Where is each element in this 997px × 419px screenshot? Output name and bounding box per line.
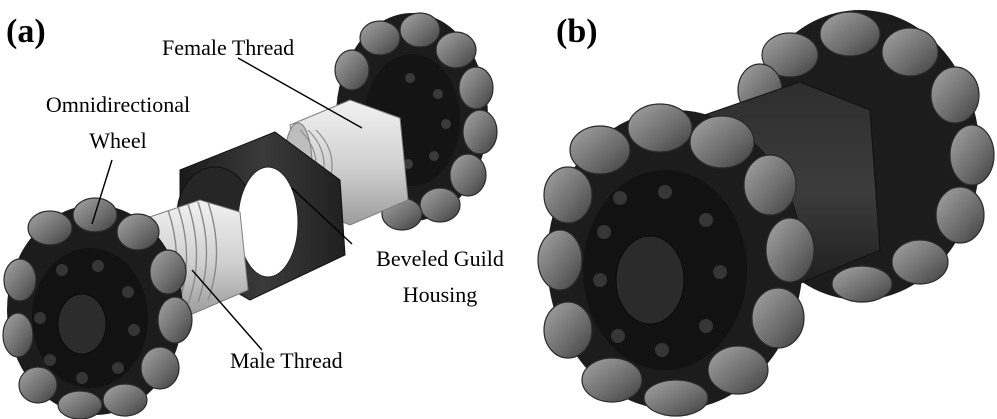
panel-b: (b)	[537, 10, 995, 417]
beveled-housing-label-line1: Beveled Guild	[376, 246, 504, 271]
male-thread-leader	[191, 269, 263, 351]
omnidirectional-wheel-leader	[91, 159, 113, 225]
female-thread-label: Female Thread	[162, 35, 294, 60]
male-thread-label: Male Thread	[230, 348, 343, 373]
omnidirectional-wheel-label-line1: Omnidirectional	[46, 92, 190, 117]
panel-b-label: (b)	[556, 13, 598, 50]
beveled-housing-label-line2: Housing	[403, 282, 478, 307]
assembled-near-wheel	[537, 103, 815, 417]
panel-a-label: (a)	[6, 13, 46, 50]
omnidirectional-wheel-label-line2: Wheel	[89, 128, 146, 153]
near-omnidirectional-wheel	[2, 197, 193, 419]
female-thread-leader	[237, 57, 363, 129]
panel-a: (a) Female Thread Omnidirectional Wheel …	[2, 12, 504, 419]
beveled-housing-leader	[291, 187, 353, 245]
